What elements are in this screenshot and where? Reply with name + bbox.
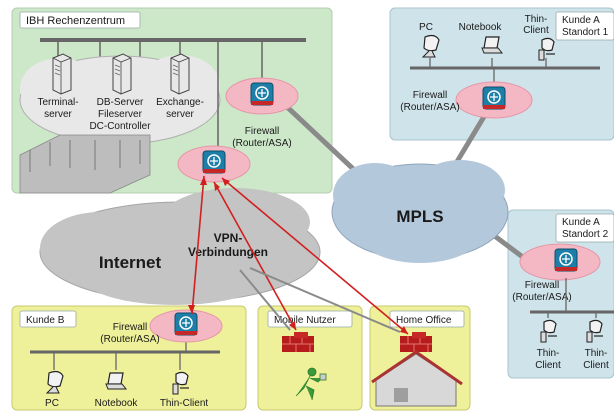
db-server-label-1: DB-Server [97, 97, 144, 108]
db-server: DB-Server Fileserver DC-Controller [89, 53, 151, 132]
exchange-server: Exchange- server [156, 53, 204, 120]
kunde-b-firewall: Firewall (Router/ASA) [100, 309, 223, 345]
kunde-a1-firewall: Firewall (Router/ASA) [400, 81, 533, 119]
mpls-cloud: MPLS [331, 160, 509, 263]
arrowhead-icon [400, 326, 408, 334]
internet-cloud: Internet VPN- Verbindungen [39, 188, 321, 305]
kunde-a1-thin-client: Thin- Client [523, 14, 556, 61]
ibh-firewall-mpls: Firewall (Router/ASA) [225, 77, 299, 149]
kunde-a1-notebook: Notebook [459, 22, 503, 54]
kunde-a1-lan [410, 58, 600, 84]
kunde-a2-thin-client-1: Thin- Client [535, 319, 561, 371]
firewall-icon [554, 248, 578, 272]
arrowhead-icon [200, 176, 207, 185]
kunde-b-pc: PC [45, 370, 64, 409]
server-rack-row [19, 134, 151, 194]
zone-mobile-title: Mobile Nutzer [274, 315, 336, 326]
arrowhead-icon [289, 321, 296, 330]
firewall-icon [482, 86, 506, 110]
vpn-arrowheads [188, 176, 408, 334]
internet-links [239, 267, 401, 333]
mobile-person [295, 367, 327, 401]
zone-kunde-a1-line2: Standort 1 [562, 27, 609, 38]
vpn-connections [191, 175, 409, 335]
home-house [371, 350, 463, 407]
db-server-label-3: DC-Controller [89, 121, 151, 132]
zone-kunde-a2-line2: Standort 2 [562, 229, 609, 240]
mpls-label: MPLS [396, 207, 443, 226]
ibh-lan [40, 38, 306, 80]
vpn-label-line2: Verbindungen [188, 245, 268, 259]
zone-kunde-b-title: Kunde B [26, 315, 65, 326]
kunde-a1-pc-label: PC [419, 22, 433, 33]
kunde-a1-notebook-label: Notebook [459, 22, 503, 33]
firewall-icon [250, 82, 274, 106]
zone-home-title: Home Office [396, 315, 452, 326]
zone-kunde-a1-line1: Kunde A [562, 15, 600, 26]
vpn-arrow-kunde-b [191, 175, 205, 315]
zone-kunde-a-standort-1: Kunde A Standort 1 [389, 7, 614, 141]
kunde-b-thin-client: Thin-Client [160, 371, 209, 409]
kunde-a1-thin-label-2: Client [523, 25, 549, 36]
kunde-a2-thin2-label-2: Client [583, 360, 609, 371]
firewall-icon [174, 312, 198, 336]
kunde-a2-thin2-label-1: Thin- [585, 348, 608, 359]
ibh-firewall-label-2: (Router/ASA) [232, 138, 291, 149]
arrowhead-icon [188, 305, 195, 314]
vpn-arrow-mobile [213, 181, 297, 331]
kunde-b-firewall-label-1: Firewall [113, 322, 147, 333]
running-person-icon [295, 367, 327, 401]
terminal-server-icon [52, 53, 72, 95]
kunde-a1-firewall-label-2: (Router/ASA) [400, 102, 459, 113]
kunde-a2-thin-client-2: Thin- Client [583, 319, 609, 371]
exchange-server-label-1: Exchange- [156, 97, 204, 108]
kunde-b-lan [30, 340, 220, 370]
kunde-b-notebook-label: Notebook [95, 398, 139, 409]
kunde-a2-firewall-label-2: (Router/ASA) [512, 292, 571, 303]
kunde-a1-pc: PC [419, 22, 440, 58]
terminal-server: Terminal- server [37, 53, 79, 120]
terminal-server-label-1: Terminal- [37, 97, 78, 108]
exchange-server-icon [170, 53, 190, 95]
kunde-b-thin-label: Thin-Client [160, 398, 209, 409]
kunde-b-firewall-label-2: (Router/ASA) [100, 334, 159, 345]
kunde-b-notebook: Notebook [95, 372, 139, 409]
arrowhead-icon [222, 178, 230, 186]
vpn-arrow-home [221, 177, 409, 335]
db-server-label-2: Fileserver [98, 109, 143, 120]
ibh-firewall-label-1: Firewall [245, 126, 279, 137]
house-icon [371, 350, 463, 407]
zone-ibh-title: IBH Rechenzentrum [26, 15, 125, 27]
kunde-a1-thin-label-1: Thin- [525, 14, 548, 25]
kunde-a2-thin1-label-1: Thin- [537, 348, 560, 359]
internet-label: Internet [99, 253, 162, 272]
db-server-icon [112, 53, 132, 95]
zone-kunde-a2-line1: Kunde A [562, 217, 600, 228]
kunde-a2-thin1-label-2: Client [535, 360, 561, 371]
kunde-a1-firewall-label-1: Firewall [413, 90, 447, 101]
kunde-a2-firewall-label-1: Firewall [525, 280, 559, 291]
vpn-label-line1: VPN- [214, 231, 243, 245]
kunde-a2-firewall: Firewall (Router/ASA) [512, 243, 601, 303]
exchange-server-label-2: server [166, 109, 194, 120]
zone-mobile-nutzer: Mobile Nutzer [257, 305, 363, 411]
kunde-b-pc-label: PC [45, 398, 59, 409]
terminal-server-label-2: server [44, 109, 72, 120]
kunde-a2-lan [530, 278, 614, 318]
firewall-icon [202, 150, 226, 174]
arrowhead-icon [214, 182, 220, 191]
